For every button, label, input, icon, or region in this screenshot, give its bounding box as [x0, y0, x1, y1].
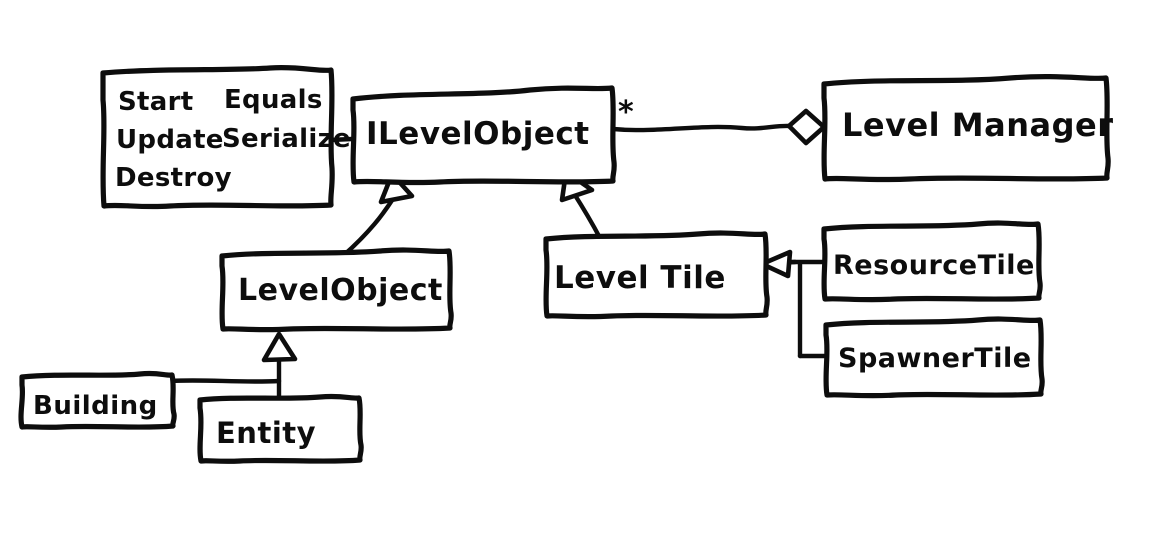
node-label-entity: Entity	[216, 416, 316, 450]
method-label-equals: Equals	[224, 85, 323, 115]
edge-entity-levelobject	[261, 331, 298, 403]
leveltile-box	[543, 230, 770, 320]
node-label-resourcetile: ResourceTile	[833, 250, 1035, 281]
edge-building-levelobject	[168, 378, 282, 384]
aggregation-diamond-icon	[786, 108, 827, 146]
methods-note-box	[100, 64, 335, 210]
node-label-spawnertile: SpawnerTile	[838, 343, 1032, 374]
method-label-destroy: Destroy	[115, 163, 232, 193]
node-label-levelmanager: Level Manager	[842, 106, 1113, 144]
node-label-levelobject: LevelObject	[238, 273, 443, 308]
multiplicity-label: *	[618, 95, 634, 130]
edge-ilevelobject-levelmanager	[610, 108, 827, 146]
node-label-ilevelobject: ILevelObject	[366, 116, 590, 152]
levelmanager-box	[821, 74, 1111, 183]
spawnertile-box	[823, 316, 1045, 399]
method-label-update: Update	[116, 125, 224, 155]
building-box	[18, 370, 177, 430]
generalization-triangle-icon	[378, 171, 415, 205]
entity-box	[197, 393, 364, 464]
node-label-leveltile: Level Tile	[554, 260, 726, 296]
node-label-building: Building	[33, 391, 158, 421]
generalization-triangle-icon	[759, 249, 793, 279]
method-label-start: Start	[118, 87, 193, 117]
resourcetile-box	[821, 220, 1043, 303]
edge-resourcetile-leveltile	[759, 249, 827, 359]
ilevelobject-box	[350, 85, 617, 186]
generalization-triangle-icon	[261, 331, 298, 363]
levelobject-box	[219, 247, 454, 333]
method-label-serialize: Serialize	[222, 124, 351, 154]
